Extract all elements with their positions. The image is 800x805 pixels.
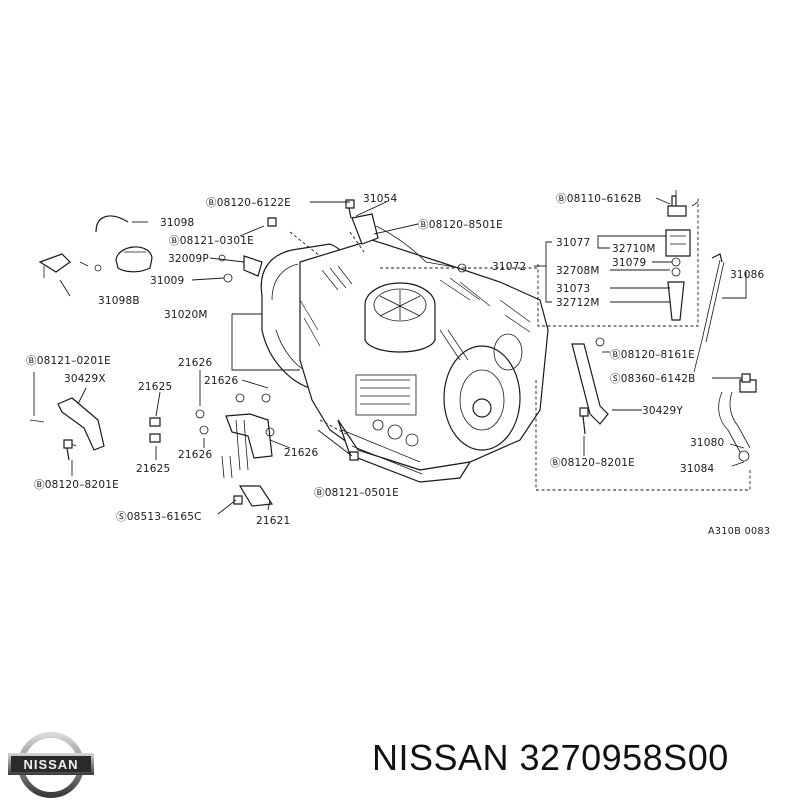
label-21626-c: 21626 [178, 449, 213, 461]
label-31077: 31077 [556, 237, 590, 249]
label-21626-a: 21626 [178, 357, 213, 369]
callout-labels: Ⓑ08120–6122E 31054 31098 Ⓑ08121–0301E Ⓑ0… [26, 193, 770, 537]
label-b08121-0301e: Ⓑ08121–0301E [169, 235, 254, 247]
component-drawings [29, 190, 757, 507]
label-s08513-6165c: Ⓢ08513–6165C [116, 511, 202, 523]
label-31054: 31054 [363, 193, 398, 205]
dashed-group-lines [289, 196, 751, 491]
label-31079: 31079 [612, 257, 646, 269]
part-number-caption: NISSAN 3270958S00 [372, 737, 729, 778]
label-21625-b: 21625 [136, 463, 170, 475]
label-21626-b: 21626 [204, 375, 239, 387]
label-31020m: 31020M [164, 309, 208, 321]
label-b08120-8201e-left: Ⓑ08120–8201E [34, 479, 119, 491]
label-31098: 31098 [160, 217, 194, 229]
label-21621: 21621 [256, 515, 290, 527]
label-31086: 31086 [730, 269, 765, 281]
bracket-31098b [38, 253, 71, 273]
label-30429y: 30429Y [642, 405, 683, 417]
label-32009p: 32009P [168, 253, 209, 265]
label-b08120-8501e: Ⓑ08120–8501E [418, 219, 503, 231]
label-31080: 31080 [690, 437, 724, 449]
label-b08120-6122e: Ⓑ08120–6122E [206, 197, 291, 209]
hose-31098 [95, 215, 129, 233]
leader-lines [33, 197, 747, 515]
transmission-drawing [260, 213, 549, 483]
label-31073: 31073 [556, 283, 590, 295]
label-32710m: 32710M [612, 243, 656, 255]
label-32708m: 32708M [556, 265, 600, 277]
label-b08121-0501e: Ⓑ08121–0501E [314, 487, 399, 499]
nissan-logo: NISSAN [8, 732, 94, 798]
label-b08120-8161e: Ⓑ08120–8161E [610, 349, 695, 361]
label-b08121-0201e: Ⓑ08121–0201E [26, 355, 111, 367]
label-32712m: 32712M [556, 297, 600, 309]
label-31098b: 31098B [98, 295, 140, 307]
logo-wordmark: NISSAN [23, 757, 78, 772]
label-b08120-8201e-right: Ⓑ08120–8201E [550, 457, 635, 469]
label-30429x: 30429X [64, 373, 106, 385]
label-31009: 31009 [150, 275, 184, 287]
label-21626-d: 21626 [284, 447, 319, 459]
figure-reference: A310B 0083 [708, 526, 770, 537]
label-31072: 31072 [492, 261, 526, 273]
label-s08360-6142b: Ⓢ08360–6142B [610, 373, 695, 385]
label-21625-a: 21625 [138, 381, 172, 393]
cover-cap [115, 246, 153, 273]
label-b08110-6162b: Ⓑ08110–6162B [556, 193, 641, 205]
label-31084: 31084 [680, 463, 715, 475]
